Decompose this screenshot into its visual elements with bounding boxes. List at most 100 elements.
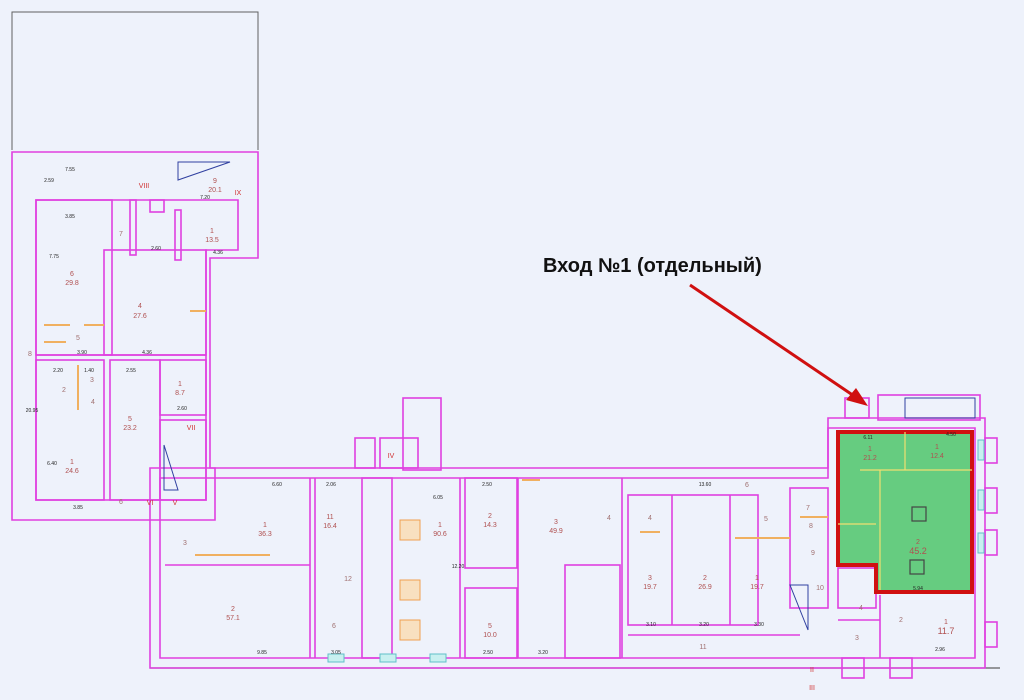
- room-number: 2: [703, 575, 707, 582]
- svg-text:12.20: 12.20: [452, 564, 465, 570]
- svg-text:4: 4: [607, 515, 611, 522]
- svg-text:2: 2: [899, 617, 903, 624]
- svg-text:6.11: 6.11: [863, 435, 873, 441]
- svg-text:7.75: 7.75: [49, 254, 59, 260]
- svg-text:7: 7: [119, 231, 123, 238]
- svg-text:VII: VII: [187, 425, 196, 432]
- svg-text:2: 2: [62, 387, 66, 394]
- svg-text:4: 4: [91, 399, 95, 406]
- room-number: 3: [554, 519, 558, 526]
- room-area: 24.6: [65, 468, 79, 475]
- room-labels: 920.1 113.5 629.8 427.6 18.7 523.2 124.6…: [65, 178, 954, 639]
- svg-text:12: 12: [344, 576, 352, 583]
- entrance-label: Вход №1 (отдельный): [543, 255, 762, 277]
- room-area: 29.8: [65, 280, 79, 287]
- doors: [44, 310, 828, 556]
- svg-text:4.36: 4.36: [213, 250, 223, 256]
- svg-text:VIII: VIII: [139, 183, 150, 190]
- room-number: 2: [916, 539, 920, 546]
- room-area: 14.3: [483, 522, 497, 529]
- highlighted-premises[interactable]: [836, 430, 974, 594]
- svg-text:7.55: 7.55: [65, 167, 75, 173]
- svg-text:8: 8: [28, 351, 32, 358]
- svg-text:II: II: [810, 667, 814, 674]
- svg-text:IV: IV: [388, 453, 395, 460]
- svg-text:10: 10: [816, 585, 824, 592]
- svg-text:V: V: [173, 500, 178, 507]
- room-area: 49.9: [549, 528, 563, 535]
- room-area: 45.2: [909, 546, 927, 556]
- svg-text:3.05: 3.05: [331, 650, 341, 656]
- svg-text:13.60: 13.60: [699, 482, 712, 488]
- room-number: 1: [868, 446, 872, 453]
- room-area: 11.7: [938, 626, 955, 636]
- svg-text:9: 9: [811, 550, 815, 557]
- svg-text:3.20: 3.20: [699, 622, 709, 628]
- svg-text:4: 4: [859, 605, 863, 612]
- svg-text:4.36: 4.36: [142, 350, 152, 356]
- svg-text:3: 3: [855, 635, 859, 642]
- svg-text:6: 6: [745, 482, 749, 489]
- room-area: 20.1: [208, 187, 222, 194]
- svg-text:20.95: 20.95: [26, 408, 39, 414]
- room-area: 57.1: [226, 615, 240, 622]
- svg-text:5: 5: [76, 335, 80, 342]
- windows: [327, 439, 985, 663]
- room-area: 12.4: [930, 453, 944, 460]
- svg-text:3.85: 3.85: [73, 505, 83, 511]
- svg-text:11: 11: [699, 644, 706, 651]
- svg-text:7: 7: [806, 505, 810, 512]
- room-number: 2: [231, 606, 235, 613]
- svg-text:5.94: 5.94: [913, 586, 923, 592]
- svg-text:2.60: 2.60: [151, 246, 161, 252]
- svg-text:6.05: 6.05: [433, 495, 443, 501]
- room-area: 19.7: [750, 584, 764, 591]
- room-area: 13.5: [205, 237, 219, 244]
- room-area: 26.9: [698, 584, 712, 591]
- dimensions: 7.55 2.59 3.85 7.75 7.20 2.60 4.36 3.90 …: [26, 167, 956, 656]
- svg-text:3.30: 3.30: [754, 622, 764, 628]
- room-area: 27.6: [133, 313, 147, 320]
- svg-text:6: 6: [119, 499, 123, 506]
- svg-text:3: 3: [90, 377, 94, 384]
- svg-text:3.20: 3.20: [538, 650, 548, 656]
- svg-text:4.50: 4.50: [946, 432, 956, 438]
- walls: [11, 151, 998, 679]
- svg-text:2.20: 2.20: [53, 368, 63, 374]
- svg-text:2.59: 2.59: [44, 178, 54, 184]
- svg-text:IX: IX: [235, 190, 242, 197]
- svg-text:9.85: 9.85: [257, 650, 267, 656]
- svg-text:2.96: 2.96: [935, 647, 945, 653]
- room-number: 5: [128, 416, 132, 423]
- room-number: 2: [488, 513, 492, 520]
- room-number: 1: [210, 228, 214, 235]
- svg-text:2.60: 2.60: [177, 406, 187, 412]
- room-area: 19.7: [643, 584, 657, 591]
- highlighted-inner-walls: [838, 432, 972, 590]
- room-numbers: 7 5 2 3 4 8 6 3 12 6 4 4 6 5 7 8 9 10 11…: [28, 231, 903, 651]
- room-number: 1: [944, 619, 948, 626]
- plot-boundary: [11, 11, 259, 150]
- room-number: 9: [213, 178, 217, 185]
- svg-text:1.40: 1.40: [84, 368, 94, 374]
- stairs: [163, 161, 976, 641]
- room-area: 36.3: [258, 531, 272, 538]
- svg-text:3.10: 3.10: [646, 622, 656, 628]
- room-number: 1: [438, 522, 442, 529]
- svg-text:2.06: 2.06: [326, 482, 336, 488]
- svg-text:3: 3: [183, 540, 187, 547]
- room-area: 16.4: [323, 523, 337, 530]
- svg-text:4: 4: [648, 515, 652, 522]
- room-area: 8.7: [175, 390, 185, 397]
- room-number: 5: [488, 623, 492, 630]
- room-number: 1: [70, 459, 74, 466]
- svg-text:2.50: 2.50: [482, 482, 492, 488]
- svg-text:8: 8: [809, 523, 813, 530]
- svg-text:III: III: [809, 685, 815, 692]
- room-number: 6: [70, 271, 74, 278]
- room-number: 1: [935, 444, 939, 451]
- room-area: 10.0: [483, 632, 497, 639]
- svg-text:3.85: 3.85: [65, 214, 75, 220]
